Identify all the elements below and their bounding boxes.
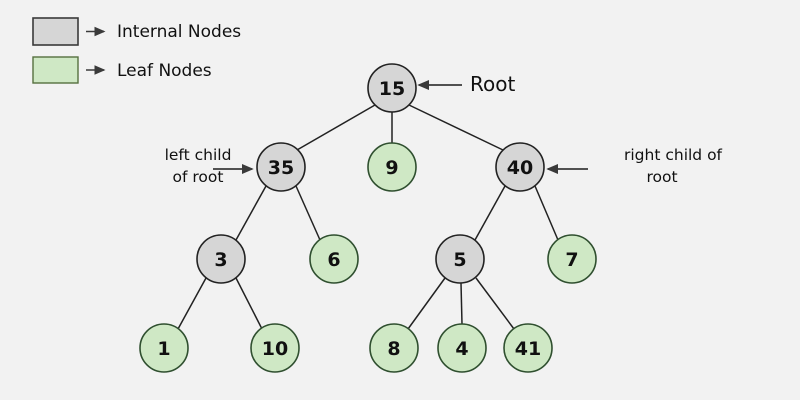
- node-circle-35[interactable]: [256, 142, 306, 192]
- node-circle-9[interactable]: [367, 142, 417, 192]
- node-circle-8[interactable]: [369, 323, 419, 373]
- node-circle-5[interactable]: [435, 234, 485, 284]
- node-label-9: 9: [385, 157, 398, 179]
- node-label-6: 6: [327, 249, 340, 271]
- node-circle-1[interactable]: [139, 323, 189, 373]
- edge-40-7: [534, 185, 559, 241]
- node-circle-6[interactable]: [309, 234, 359, 284]
- node-label-40: 40: [507, 157, 533, 179]
- tree-edges: [177, 104, 559, 330]
- node-label-1: 1: [157, 338, 170, 360]
- legend-row-leaf: Leaf Nodes: [32, 56, 212, 84]
- node-label-5: 5: [453, 249, 466, 271]
- node-label-41: 41: [515, 338, 541, 360]
- edge-5-41: [475, 277, 515, 330]
- annotation-label-root: Root: [470, 72, 515, 96]
- tree-node-7[interactable]: 7: [547, 234, 597, 284]
- tree-node-40[interactable]: 40: [495, 142, 545, 192]
- node-circle-10[interactable]: [250, 323, 300, 373]
- node-circle-41[interactable]: [503, 323, 553, 373]
- tree-node-8[interactable]: 8: [369, 323, 419, 373]
- node-label-4: 4: [455, 338, 468, 360]
- node-circle-15[interactable]: [367, 63, 417, 113]
- leaf-nodes-swatch: [32, 56, 79, 84]
- node-label-10: 10: [262, 338, 288, 360]
- internal-nodes-swatch: [32, 17, 79, 46]
- tree-node-15[interactable]: 15: [367, 63, 417, 113]
- annotation-root: Root: [417, 72, 515, 96]
- annotation-label-right-child-line1: right child of: [624, 146, 723, 164]
- tree-node-5[interactable]: 5: [435, 234, 485, 284]
- node-circle-3[interactable]: [196, 234, 246, 284]
- tree-node-1[interactable]: 1: [139, 323, 189, 373]
- tree-node-41[interactable]: 41: [503, 323, 553, 373]
- node-label-8: 8: [387, 338, 400, 360]
- tree-node-3[interactable]: 3: [196, 234, 246, 284]
- edge-15-40: [408, 104, 504, 151]
- edge-5-4: [460, 282, 463, 325]
- tree-node-35[interactable]: 35: [256, 142, 306, 192]
- annotation-label-right-child-line2: root: [646, 168, 677, 186]
- legend-row-internal: Internal Nodes: [32, 17, 241, 46]
- node-circle-7[interactable]: [547, 234, 597, 284]
- legend: Internal Nodes Leaf Nodes: [32, 17, 241, 84]
- tree-node-10[interactable]: 10: [250, 323, 300, 373]
- node-label-15: 15: [379, 78, 405, 100]
- node-label-35: 35: [268, 157, 294, 179]
- annotation-label-left-child-line1: left child: [165, 146, 232, 164]
- edge-15-35: [296, 104, 376, 151]
- node-label-7: 7: [565, 249, 578, 271]
- edge-3-1: [177, 277, 207, 330]
- edge-3-10: [235, 277, 263, 330]
- edge-35-3: [235, 185, 267, 241]
- legend-label-internal: Internal Nodes: [117, 22, 241, 42]
- node-label-3: 3: [214, 249, 227, 271]
- tree-nodes: 15 35 9 40 3 6: [139, 63, 597, 373]
- node-circle-4[interactable]: [437, 323, 487, 373]
- edge-40-5: [474, 185, 506, 241]
- edge-5-8: [407, 277, 446, 330]
- edge-35-6: [295, 185, 321, 241]
- annotation-right-child: right child of root: [546, 146, 723, 186]
- tree-node-6[interactable]: 6: [309, 234, 359, 284]
- node-circle-40[interactable]: [495, 142, 545, 192]
- tree-node-9[interactable]: 9: [367, 142, 417, 192]
- annotation-left-child: left child of root: [165, 146, 254, 186]
- tree-node-4[interactable]: 4: [437, 323, 487, 373]
- legend-label-leaf: Leaf Nodes: [117, 61, 212, 81]
- annotation-label-left-child-line2: of root: [173, 168, 224, 186]
